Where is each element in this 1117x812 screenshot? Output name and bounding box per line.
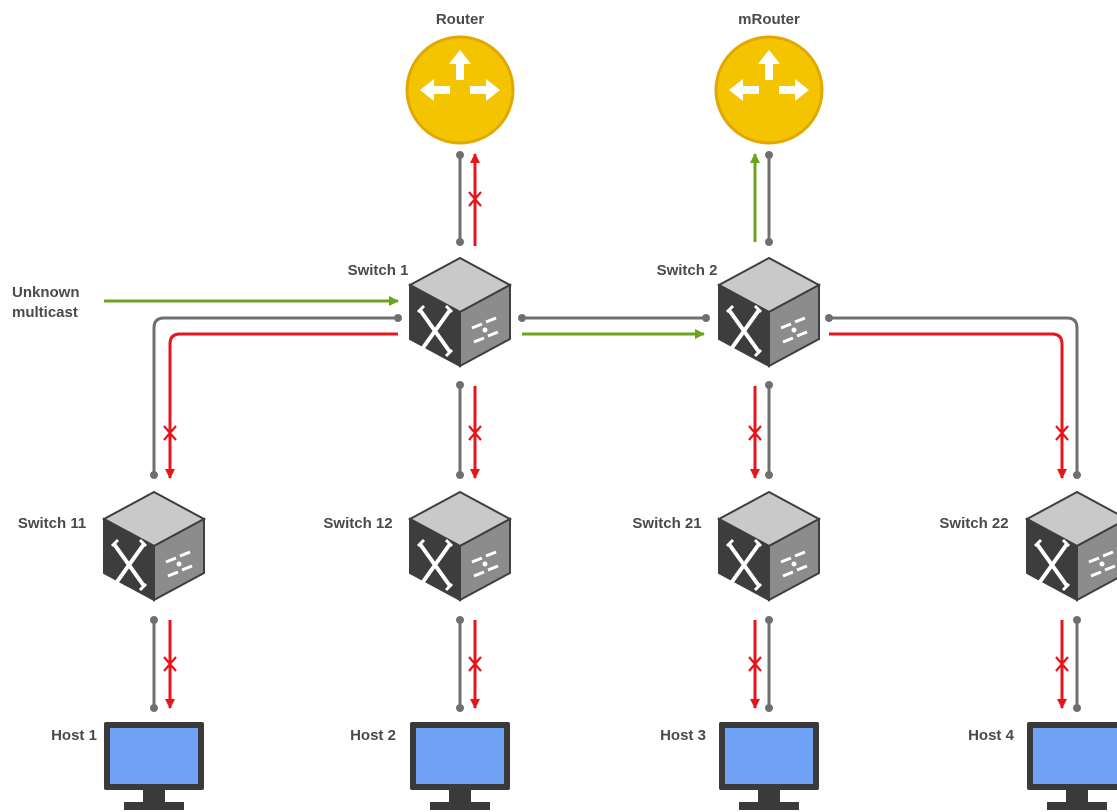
links bbox=[152, 153, 1079, 710]
monitor-icon bbox=[1027, 722, 1117, 810]
switch2-to-switch22-arrow bbox=[829, 332, 1067, 479]
switch21-node: Switch 21 bbox=[632, 490, 821, 602]
host2-label: Host 2 bbox=[350, 727, 396, 744]
unknown-multicast-line2: multicast bbox=[12, 304, 78, 321]
mrouter-node: mRouter bbox=[714, 11, 824, 145]
host1-node: Host 1 bbox=[51, 722, 204, 810]
switch-icon bbox=[717, 256, 821, 368]
switch22-label: Switch 22 bbox=[939, 515, 1008, 532]
switch1-label: Switch 1 bbox=[348, 262, 409, 279]
switch22-node: Switch 22 bbox=[939, 490, 1117, 602]
switch-icon bbox=[1025, 490, 1117, 602]
switch21-label: Switch 21 bbox=[632, 515, 701, 532]
switch11-node: Switch 11 bbox=[18, 490, 206, 602]
monitor-icon bbox=[104, 722, 204, 810]
switch-icon bbox=[408, 490, 512, 602]
router-icon bbox=[714, 35, 824, 145]
blocked-markers bbox=[162, 190, 1070, 673]
switch1-node: Switch 1 bbox=[348, 256, 512, 368]
link-endpoints bbox=[150, 151, 1081, 712]
host4-label: Host 4 bbox=[968, 727, 1015, 744]
switch12-label: Switch 12 bbox=[323, 515, 392, 532]
switch-icon bbox=[717, 490, 821, 602]
host4-node: Host 4 bbox=[968, 722, 1117, 810]
mrouter-label: mRouter bbox=[738, 11, 800, 28]
host3-label: Host 3 bbox=[660, 727, 706, 744]
switch2-label: Switch 2 bbox=[657, 262, 718, 279]
switch2-node: Switch 2 bbox=[657, 256, 821, 368]
router-icon bbox=[405, 35, 515, 145]
forwarded-flows bbox=[104, 153, 760, 339]
switch-icon bbox=[102, 490, 206, 602]
unknown-multicast-label: Unknown multicast bbox=[12, 284, 80, 321]
switch12-node: Switch 12 bbox=[323, 490, 512, 602]
host1-label: Host 1 bbox=[51, 727, 97, 744]
switch11-label: Switch 11 bbox=[18, 515, 86, 532]
monitor-icon bbox=[410, 722, 510, 810]
unknown-multicast-line1: Unknown bbox=[12, 284, 80, 301]
router-label: Router bbox=[436, 11, 484, 28]
switch-icon bbox=[408, 256, 512, 368]
switch1-to-switch11-arrow bbox=[165, 332, 398, 479]
router-node: Router bbox=[405, 11, 515, 145]
monitor-icon bbox=[719, 722, 819, 810]
host3-node: Host 3 bbox=[660, 722, 819, 810]
blocked-flows bbox=[165, 153, 1067, 709]
host2-node: Host 2 bbox=[350, 722, 510, 810]
